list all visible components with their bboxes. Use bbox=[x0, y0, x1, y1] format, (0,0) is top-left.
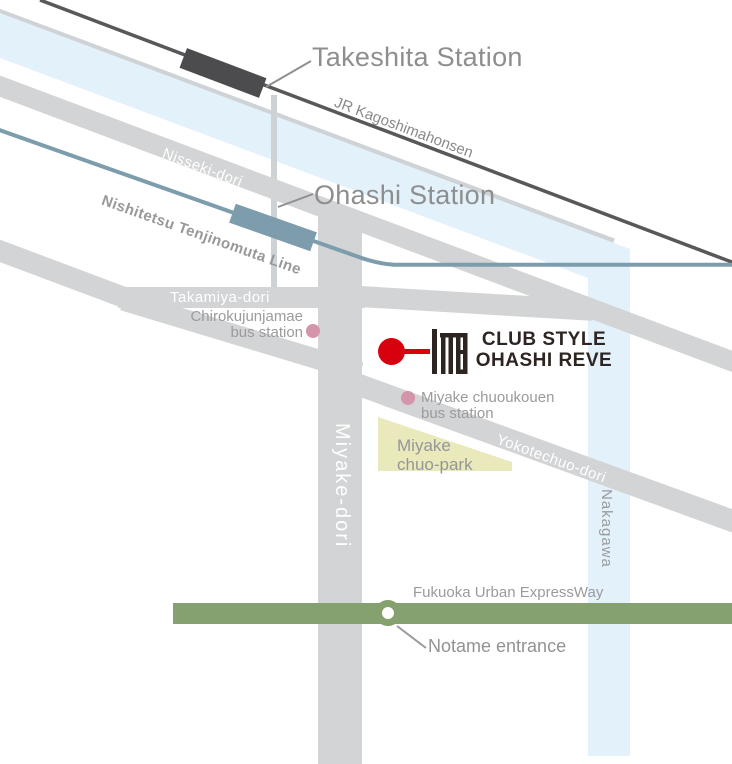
miyake-chuoukouen-bus-dot bbox=[401, 391, 415, 405]
chirokujunjamae-line2: bus station bbox=[230, 323, 303, 341]
miyake-dori-label: Miyake-dori bbox=[331, 423, 353, 549]
miyake-chuoukouen-line1: Miyake chuoukouen bbox=[421, 389, 555, 406]
miyake-chuo-park-label: Miyake chuo-park bbox=[397, 436, 473, 474]
road-fukuoka-urban-expressway bbox=[173, 603, 732, 624]
club-logo-icon bbox=[432, 329, 468, 374]
miyake-chuoukouen-bus-label: Miyake chuoukouen bus station bbox=[421, 390, 554, 421]
takamiya-dori-label: Takamiya-dori bbox=[170, 289, 270, 306]
road-miyake-dori bbox=[318, 214, 362, 764]
road-takamiya-dori bbox=[118, 287, 365, 308]
destination-name: CLUB STYLE OHASHI REVE bbox=[471, 329, 617, 371]
destination-name-line1: CLUB STYLE bbox=[481, 329, 607, 350]
notame-entrance-label: Notame entrance bbox=[428, 636, 567, 656]
miyake-chuoukouen-line2: bus station bbox=[421, 404, 494, 422]
chirokujunjamae-bus-label: Chirokujunjamae bus station bbox=[175, 309, 303, 340]
notame-pointer-line bbox=[396, 625, 427, 649]
takeshita-station-label: Takeshita Station bbox=[312, 42, 523, 72]
takeshita-station-marker bbox=[179, 48, 267, 98]
destination-name-line2: OHASHI REVE bbox=[475, 349, 613, 371]
park-label-line2: chuo-park bbox=[397, 455, 473, 474]
ohashi-station-label: Ohashi Station bbox=[314, 180, 496, 210]
expressway-label: Fukuoka Urban ExpressWay bbox=[413, 584, 604, 601]
park-label-line1: Miyake bbox=[397, 436, 451, 455]
destination-marker bbox=[378, 338, 405, 365]
chirokujunjamae-bus-dot bbox=[306, 324, 320, 338]
takeshita-pointer-line bbox=[265, 60, 312, 88]
destination-pointer-line bbox=[401, 349, 430, 354]
jr-line-label: JR Kagoshimahonsen bbox=[332, 94, 476, 162]
nakagawa-label: Nakagawa bbox=[598, 489, 615, 568]
chirokujunjamae-line1: Chirokujunjamae bbox=[190, 308, 303, 325]
